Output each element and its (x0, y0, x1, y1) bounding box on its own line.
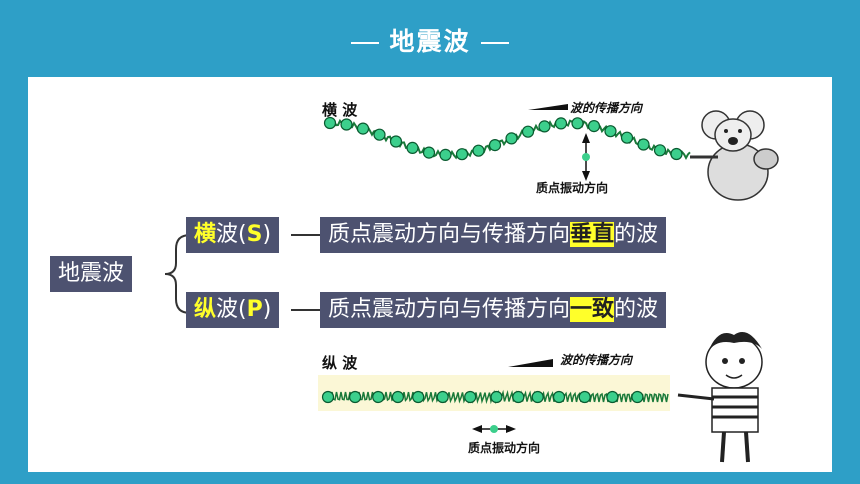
transverse-name: 横 (194, 222, 217, 247)
longitudinal-particle (391, 390, 404, 404)
longitudinal-name: 纵 (194, 297, 217, 322)
title-text: 地震波 (389, 27, 471, 56)
longitudinal-particle (321, 390, 335, 404)
transverse-description-box: 质点震动方向与传播方向垂直的波 (320, 217, 667, 253)
transverse-particle (620, 131, 634, 144)
transverse-particle (521, 125, 535, 138)
root-label: 地震波 (50, 256, 133, 292)
longitudinal-vibration-arrow-right (506, 425, 516, 433)
vibration-arrow-up (582, 133, 590, 143)
transverse-close: ) (262, 222, 272, 247)
title-dash-left (351, 42, 380, 44)
longitudinal-description-start: 质点震动方向与传播方向 (328, 297, 571, 322)
transverse-description-end: 的波 (614, 222, 659, 247)
transverse-particle (323, 116, 337, 130)
transverse-particle (653, 144, 667, 157)
vibration-arrow-down (582, 171, 590, 181)
vibration-particle (582, 153, 590, 161)
longitudinal-vibration-particle (490, 425, 498, 433)
longitudinal-description-box: 质点震动方向与传播方向一致的波 (320, 292, 667, 328)
transverse-code: S (246, 222, 263, 247)
transverse-diagram-title: 横 波 (322, 101, 358, 119)
page-title: 地震波 (0, 22, 860, 58)
transverse-particle (505, 132, 518, 145)
transverse-particle (373, 128, 386, 141)
transverse-name-box: 横波(S) (186, 217, 280, 253)
longitudinal-particle (372, 390, 385, 404)
transverse-propagation-label: 波的传播方向 (570, 101, 643, 115)
longitudinal-particle (606, 390, 619, 404)
content-panel: 横 波 波的传播方向 质点振动方向 地震波 横波(S) 质点震动方向与传播方向垂… (28, 77, 832, 472)
transverse-propagation-arrow (528, 104, 568, 110)
transverse-particle (472, 144, 485, 157)
longitudinal-particle (490, 390, 503, 404)
longitudinal-diagram-title: 纵 波 (322, 354, 358, 372)
transverse-particle (637, 138, 650, 151)
longitudinal-particle (436, 390, 449, 404)
longitudinal-propagation-label: 波的传播方向 (560, 353, 633, 367)
transverse-name-rest: 波( (216, 222, 247, 247)
longitudinal-wave-diagram (318, 332, 763, 463)
transverse-wave-diagram (323, 104, 779, 201)
transverse-particle (587, 119, 601, 133)
transverse-particle (406, 141, 419, 155)
transverse-particle (340, 118, 353, 131)
boy-illustration (677, 332, 763, 463)
longitudinal-vibration-arrow-left (472, 425, 482, 433)
longitudinal-description-end: 的波 (614, 297, 659, 322)
transverse-description-start: 质点震动方向与传播方向 (328, 222, 571, 247)
longitudinal-particle (512, 390, 525, 404)
transverse-particle (356, 122, 370, 135)
transverse-particle (455, 148, 469, 161)
longitudinal-particle (349, 390, 362, 404)
longitudinal-close: ) (262, 297, 272, 322)
transverse-description-key: 垂直 (570, 222, 615, 247)
transverse-particle (571, 117, 584, 130)
brace-connector (164, 234, 320, 314)
longitudinal-name-box: 纵波(P) (186, 292, 280, 328)
longitudinal-particle (552, 390, 566, 404)
transverse-particle (422, 146, 436, 159)
transverse-particle (670, 147, 683, 161)
transverse-particle (439, 148, 452, 162)
longitudinal-particle (631, 390, 644, 404)
longitudinal-particle (578, 390, 591, 404)
transverse-particle (538, 120, 551, 133)
transverse-particle (604, 125, 617, 138)
longitudinal-name-rest: 波( (216, 297, 247, 322)
longitudinal-code: P (246, 297, 263, 322)
longitudinal-particle (531, 390, 544, 404)
koala-illustration (690, 110, 779, 201)
longitudinal-description-key: 一致 (570, 297, 615, 322)
transverse-vibration-label: 质点振动方向 (536, 181, 609, 195)
transverse-particle (554, 117, 568, 130)
transverse-particle (389, 135, 403, 148)
longitudinal-particles (321, 390, 644, 404)
longitudinal-propagation-arrow (508, 359, 553, 367)
longitudinal-particle (412, 390, 425, 404)
longitudinal-vibration-label: 质点振动方向 (468, 441, 541, 455)
longitudinal-particle (464, 390, 477, 404)
transverse-particle (488, 138, 502, 152)
transverse-particles (323, 116, 683, 162)
title-dash-right (480, 42, 509, 44)
